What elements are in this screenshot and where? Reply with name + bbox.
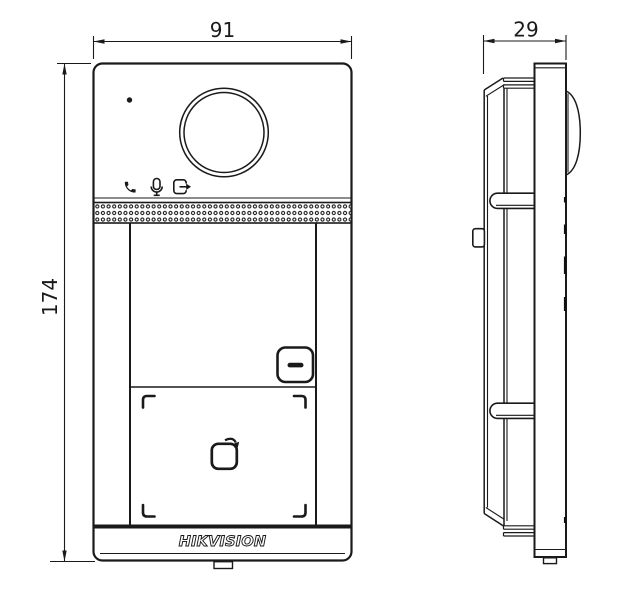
arrowhead-top bbox=[62, 63, 67, 75]
camera-lens-inner-ring bbox=[183, 91, 265, 174]
arrowhead-bottom bbox=[62, 550, 67, 562]
corner-bracket-top-left bbox=[141, 394, 156, 409]
top-chamfer bbox=[483, 77, 504, 91]
arrowhead-right bbox=[555, 38, 566, 44]
device-profile bbox=[533, 62, 582, 565]
top-chamfer-inner bbox=[485, 84, 505, 97]
mounting-stud-bottom bbox=[489, 402, 535, 420]
phone-icon bbox=[124, 181, 136, 193]
card-tap-icon bbox=[210, 437, 240, 471]
side-clamp-tab bbox=[471, 227, 486, 248]
bottom-mount-tab bbox=[213, 561, 234, 570]
corner-bracket-bottom-right bbox=[292, 503, 307, 518]
brand-logo: HIKVISION bbox=[179, 534, 266, 550]
mic-hole-icon bbox=[126, 97, 133, 103]
mounting-stud-top bbox=[489, 192, 535, 210]
microphone-icon bbox=[150, 177, 163, 197]
side-view bbox=[471, 62, 582, 565]
bottom-chamfer-inner bbox=[485, 507, 505, 520]
card-icon-square bbox=[210, 442, 239, 471]
dimension-front-height: 174 bbox=[38, 62, 95, 563]
dimension-front-width: 91 bbox=[92, 18, 353, 59]
arrowhead-left bbox=[483, 38, 495, 44]
front-panel-outline bbox=[92, 62, 353, 562]
top-bracket-strips bbox=[502, 77, 535, 89]
call-button bbox=[276, 346, 315, 384]
camera-dome-bulge bbox=[565, 90, 582, 176]
dimension-label-width: 91 bbox=[210, 18, 235, 42]
bottom-chamfer bbox=[483, 512, 504, 527]
dimension-side-depth: 29 bbox=[482, 18, 567, 74]
front-view: HIKVISION bbox=[92, 62, 353, 570]
corner-bracket-bottom-left bbox=[141, 503, 156, 518]
card-reader-area bbox=[141, 394, 307, 518]
call-button-dash-icon bbox=[287, 362, 304, 368]
bottom-bracket-strips bbox=[502, 525, 535, 537]
mic-capsule bbox=[152, 177, 161, 191]
back-box bbox=[471, 77, 535, 537]
card-icon-arrow-arc bbox=[224, 437, 237, 444]
dimension-label-height: 174 bbox=[38, 278, 62, 316]
mic-stand-arc bbox=[150, 186, 163, 193]
camera-lens-outer-ring bbox=[178, 87, 270, 178]
side-bottom-mount-tab bbox=[542, 557, 558, 565]
card-icon-arrow-head bbox=[233, 441, 240, 448]
arrowhead-right bbox=[340, 39, 352, 44]
front-slab-outline bbox=[533, 62, 567, 558]
exit-arrow-head bbox=[186, 183, 191, 190]
door-exit-icon bbox=[173, 179, 191, 195]
speaker-grille bbox=[92, 201, 353, 224]
dimension-label-depth: 29 bbox=[513, 18, 538, 42]
corner-bracket-top-right bbox=[292, 394, 307, 409]
arrowhead-left bbox=[93, 39, 105, 44]
